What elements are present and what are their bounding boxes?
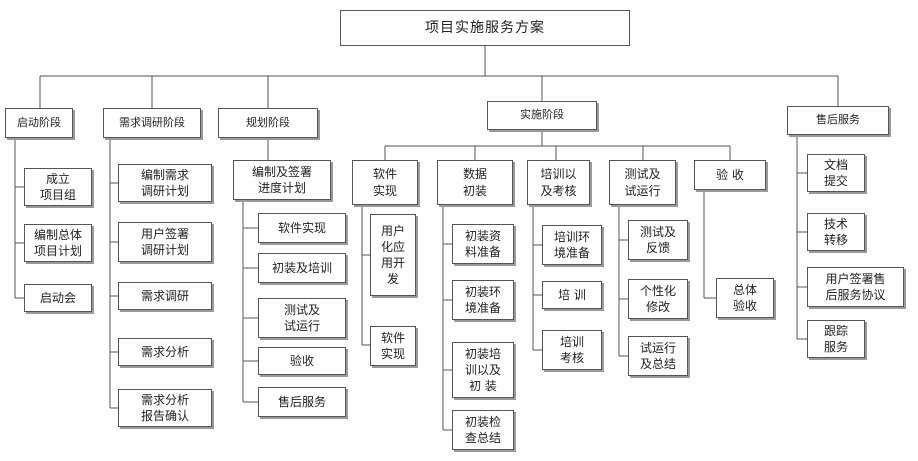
impl-group-software: 软件 实现 — [352, 160, 418, 205]
phase-implementation: 实施阶段 — [487, 101, 597, 130]
startup-item: 编制总体 项目计划 — [24, 224, 92, 262]
phase-aftersales: 售后服务 — [787, 106, 889, 135]
impl-item: 初装环 境准备 — [452, 280, 514, 320]
impl-item: 培 训 — [542, 281, 602, 309]
impl-item: 个性化 修改 — [628, 279, 688, 319]
impl-group-testing: 测试及 试运行 — [609, 160, 676, 205]
research-item: 需求调研 — [118, 282, 212, 310]
impl-item: 培训环 境准备 — [542, 225, 602, 265]
startup-item: 启动会 — [24, 284, 92, 312]
phase-research: 需求调研阶段 — [103, 108, 201, 138]
planning-item: 初装及培训 — [258, 253, 346, 283]
impl-group-data-init: 数据 初装 — [437, 160, 513, 205]
research-item: 需求分析 — [118, 338, 212, 366]
impl-item: 培训 考核 — [542, 330, 602, 370]
impl-item: 初装检 查总结 — [452, 410, 514, 450]
impl-item: 测试及 反馈 — [628, 220, 688, 260]
aftersales-item: 技术 转移 — [807, 213, 865, 251]
planning-sub-box: 编制及签署 进度计划 — [233, 160, 331, 200]
aftersales-item: 文档 提交 — [807, 154, 865, 192]
planning-item: 售后服务 — [258, 387, 346, 417]
research-item: 编制需求 调研计划 — [118, 164, 212, 202]
phase-planning: 规划阶段 — [218, 108, 318, 138]
aftersales-item: 跟踪 服务 — [807, 320, 865, 358]
planning-item: 测试及 试运行 — [258, 298, 346, 338]
impl-group-acceptance: 验 收 — [694, 160, 766, 190]
aftersales-item: 用户签署售 后服务协议 — [807, 267, 904, 307]
phase-startup: 启动阶段 — [5, 108, 73, 138]
research-item: 用户签署 调研计划 — [118, 222, 212, 262]
planning-item: 验收 — [258, 347, 346, 375]
impl-item: 初装培 训以及 初 装 — [452, 342, 514, 398]
impl-group-training: 培训以 及考核 — [527, 160, 590, 205]
impl-item: 试运行 及总结 — [628, 336, 688, 376]
impl-item: 用户 化应 用开 发 — [370, 214, 416, 296]
impl-item: 软件 实现 — [370, 326, 416, 366]
root-title: 项目实施服务方案 — [340, 10, 630, 46]
impl-item: 初装资 料准备 — [452, 224, 514, 264]
research-item: 需求分析 报告确认 — [118, 389, 212, 427]
impl-item: 总体 验收 — [716, 278, 774, 318]
startup-item: 成立 项目组 — [24, 168, 92, 206]
planning-item: 软件实现 — [258, 213, 346, 243]
